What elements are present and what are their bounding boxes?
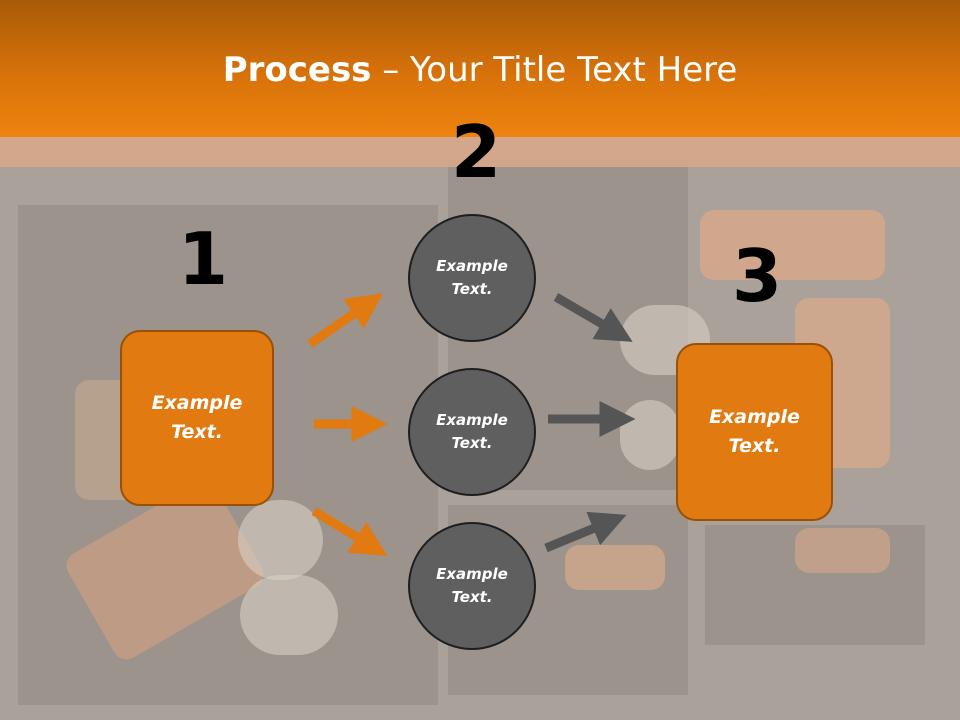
- orange-arrow-up: [307, 293, 384, 348]
- step-number-3: 3: [732, 234, 783, 318]
- circle-bottom-line1: Example: [436, 565, 508, 583]
- step-2-circle-top: Example Text.: [408, 214, 536, 342]
- circle-middle-text: Example Text.: [436, 409, 508, 455]
- circle-bottom-line2: Text.: [451, 588, 493, 606]
- circle-top-text: Example Text.: [436, 255, 508, 301]
- step-2-circle-bottom: Example Text.: [408, 522, 536, 650]
- circle-top-line2: Text.: [451, 280, 493, 298]
- circle-bottom-text: Example Text.: [436, 563, 508, 609]
- step-3-box: Example Text.: [676, 343, 833, 521]
- circle-top-line1: Example: [436, 257, 508, 275]
- title-bold: Process: [222, 50, 372, 90]
- orange-arrow-down: [311, 507, 388, 557]
- title-bar: [0, 0, 960, 137]
- circle-middle-line1: Example: [436, 411, 508, 429]
- step-1-line2: Text.: [171, 421, 223, 443]
- step-1-line1: Example: [151, 392, 243, 414]
- step-2-circle-middle: Example Text.: [408, 368, 536, 496]
- gray-arrow-up: [544, 511, 627, 553]
- step-3-line1: Example: [709, 406, 800, 428]
- step-1-text: Example Text.: [152, 389, 243, 447]
- step-1-box: Example Text.: [120, 330, 274, 506]
- step-3-line2: Text.: [728, 435, 781, 457]
- circle-middle-line2: Text.: [451, 434, 493, 452]
- step-number-1: 1: [178, 217, 229, 301]
- slide-title: Process – Your Title Text Here: [0, 50, 960, 90]
- step-3-text: Example Text.: [709, 403, 800, 461]
- step-number-2: 2: [451, 110, 502, 194]
- title-rest: – Your Title Text Here: [371, 50, 738, 90]
- gray-arrow-down: [553, 293, 633, 342]
- title-stripe: [0, 137, 960, 167]
